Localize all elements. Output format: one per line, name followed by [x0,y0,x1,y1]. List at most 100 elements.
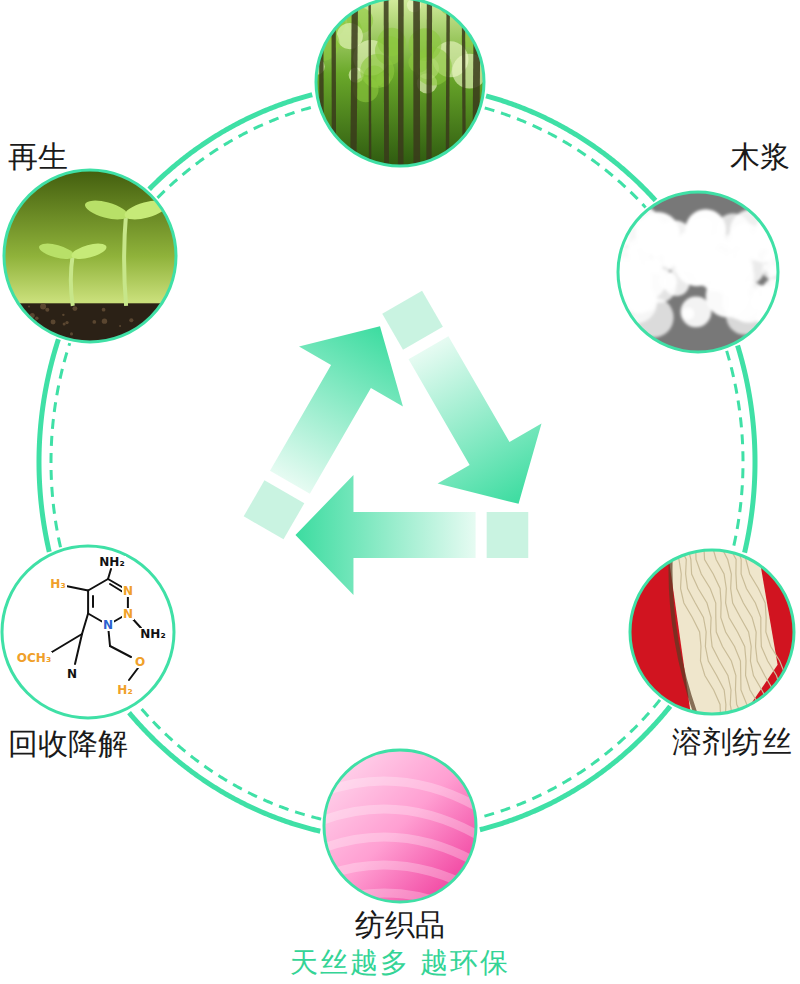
photo [626,545,798,719]
formula-label-holder: NH₂ [139,628,166,640]
formula-label: NH₂ [98,556,125,568]
formula-label: H₃ [49,578,66,590]
photo-part [92,320,96,324]
recycle-fold [244,480,305,539]
step-label: 纺织品 [355,907,445,943]
ring-line [738,345,755,552]
forest-photo-part [384,0,389,172]
recycle-fold [487,512,529,558]
recycle-arrow [270,326,403,494]
photo-part [14,333,18,337]
photo-part [51,319,56,324]
photo-frame [618,192,778,352]
caption-holder: 天丝越多 越环保 [0,946,800,980]
forest-photo-part [476,0,478,172]
process-step: 木浆 [614,139,790,356]
ring-dashes [139,706,321,819]
photo-part [39,335,45,341]
caption: 天丝越多 越环保 [290,946,511,980]
cycle-connector [727,345,755,552]
photo-frame [630,550,794,714]
photo-part [737,545,782,719]
step-label: 木浆 [730,139,790,175]
photo-part [679,545,726,719]
photo-part [129,318,133,322]
photo-part [45,308,49,312]
formula-label-holder: N [122,585,134,597]
photo-part [177,335,183,341]
forest-photo-part [319,0,324,172]
forest-photo-part [353,0,355,172]
photo-part [83,197,129,223]
cycle-connector [129,706,321,831]
photo-part [14,331,17,334]
photo-part-part [682,307,694,319]
formula-label: N [66,668,78,680]
molecule-bonds-part [110,646,131,657]
step-label: 回收降解 [8,726,128,762]
forest-photo-part [413,0,420,172]
photo-part [102,318,107,323]
photo [0,542,178,722]
photo-frame [316,0,484,166]
photo-part [712,545,765,719]
photo-part [119,325,121,327]
process-step: 再生 [0,139,180,346]
photo-part [38,241,76,262]
formula-label-holder: N [122,608,134,620]
photo-part [62,314,64,316]
forest-photo-part [454,0,468,12]
forest-photo-part [337,23,363,49]
cycle-connector [39,339,70,552]
cycle-connector [479,700,670,830]
molecule-bonds-part [82,614,88,635]
formula-label: NH₂ [139,628,166,640]
formula-label-holder: N [66,668,78,680]
photo-part [63,322,66,325]
forest-photo-part [426,0,432,172]
photo [0,166,183,389]
photo-part [72,306,77,311]
photo-part [626,546,798,718]
formula-label: N [122,608,134,620]
formula-label-holder: OCH₃ [16,652,52,664]
molecule-bonds-part [66,586,88,591]
step-circle [320,746,480,906]
photo-part-part [762,263,777,278]
molecule-bonds-part [87,591,89,614]
photo-part [320,781,480,808]
recycle-arrow [409,336,542,504]
photo-part [71,254,73,306]
forest-photo-part [331,0,336,172]
photo-frame [2,546,174,718]
forest-photo-part [368,0,371,172]
formula-label: H₂ [116,684,133,696]
photo-part [151,328,155,332]
formula-label-holder: O [134,656,146,668]
photo-part [320,837,480,864]
photo-part [102,308,106,312]
photo-part-part [648,221,670,243]
molecule-bonds-part [108,569,111,579]
formula-label: N [122,585,134,597]
photo-part [124,213,126,306]
formula-label-holder: NH₂ [98,556,125,568]
formula-label: OCH₃ [16,652,52,664]
photo-part [696,545,744,719]
photo-part [157,316,161,320]
ring-line [480,706,670,830]
formula-label-holder: H₂ [116,684,133,696]
molecule-bonds-part [92,596,94,607]
photo-part [5,320,8,323]
photo-part [65,321,68,324]
ring-dashes [479,700,660,818]
photo-part [43,336,47,340]
photo-frame [324,750,476,902]
photo-part-part [702,233,735,266]
molecule-bonds-part [129,668,138,680]
process-step: 溶剂纺丝 [626,546,798,760]
recycle-symbol [244,291,542,595]
recycle-fold [382,291,443,350]
photo-part [670,550,695,714]
